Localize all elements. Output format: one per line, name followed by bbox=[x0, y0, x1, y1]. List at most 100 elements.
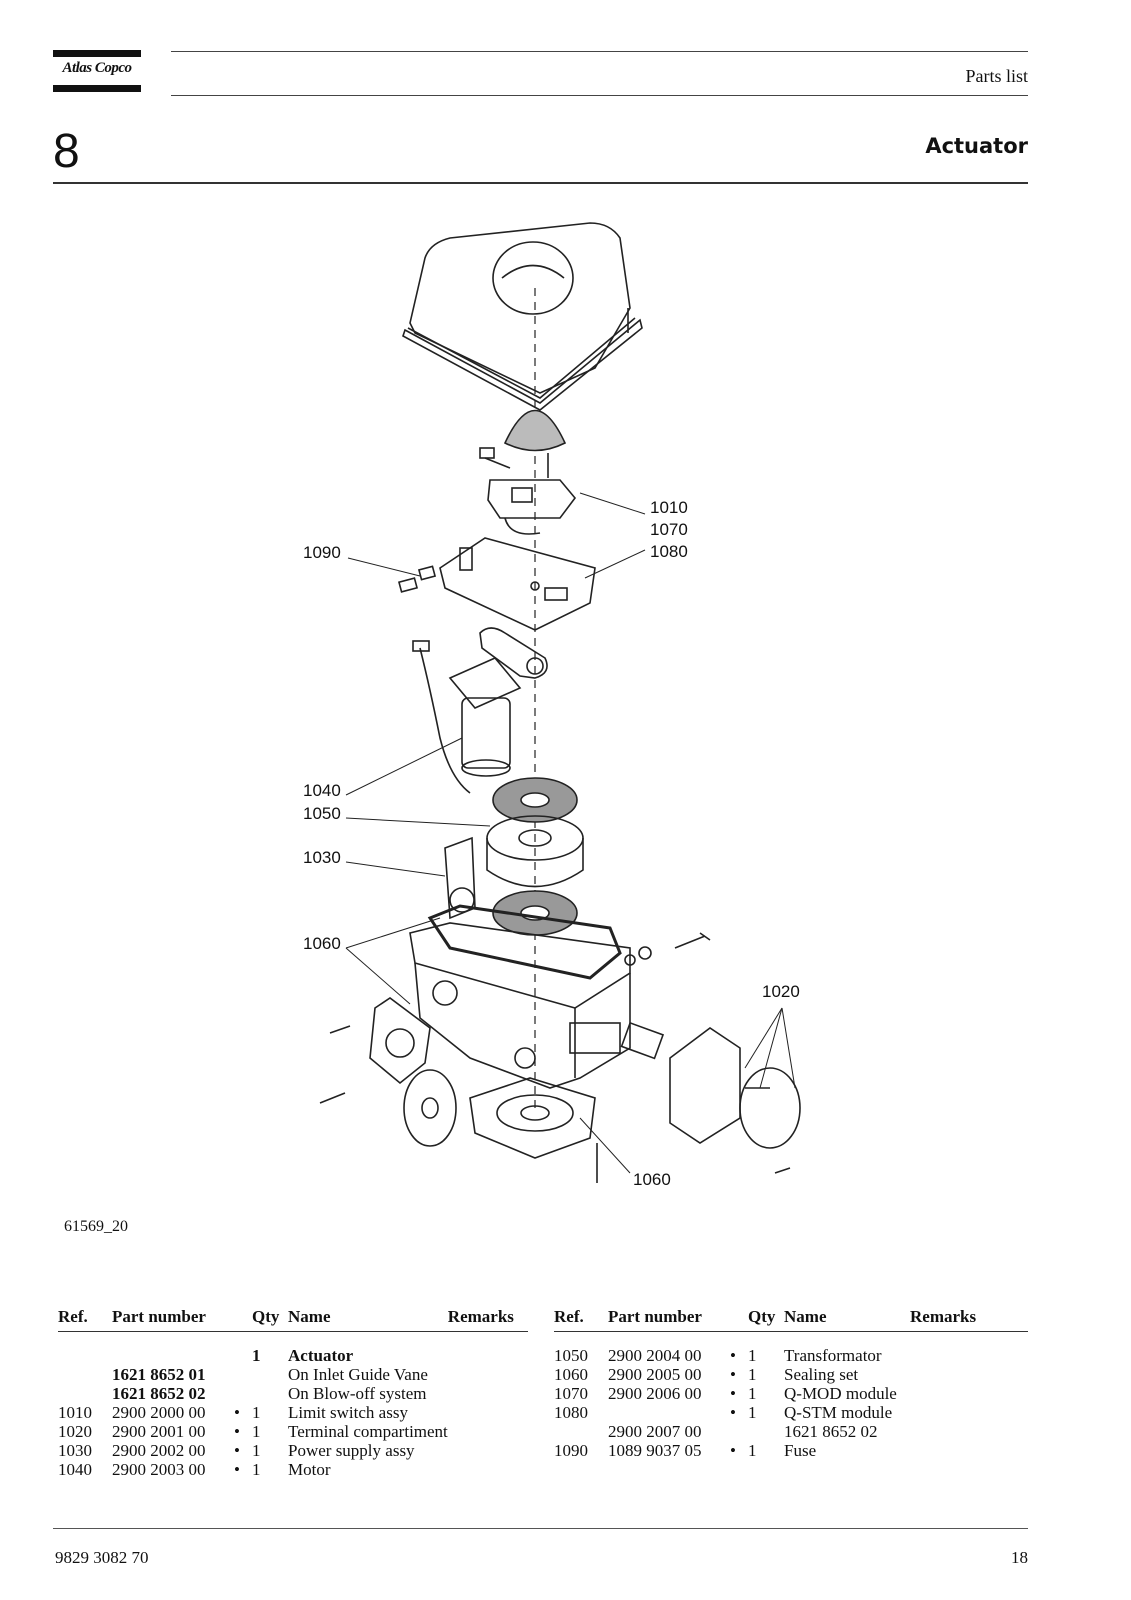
handwheel-part bbox=[403, 1069, 457, 1147]
footer-rule bbox=[53, 1528, 1028, 1529]
document-number: 9829 3082 70 bbox=[55, 1548, 149, 1567]
cell-part-number: 2900 2002 00 bbox=[112, 1441, 206, 1460]
cell-part-number: 1089 9037 05 bbox=[608, 1441, 702, 1460]
cell-remarks bbox=[910, 1346, 1028, 1365]
cell-name: Q-MOD module bbox=[784, 1384, 897, 1403]
cell-ref bbox=[58, 1365, 112, 1384]
cell-remarks bbox=[910, 1422, 1028, 1441]
housing-part bbox=[409, 922, 631, 1089]
cell-qty: 1 bbox=[748, 1403, 757, 1422]
table-header-row: Ref. Part number Qty Name Remarks bbox=[554, 1307, 1028, 1332]
drive-belt-part bbox=[479, 627, 548, 679]
cell-dot: • bbox=[730, 1384, 736, 1403]
cell-dot: • bbox=[234, 1422, 240, 1441]
cell-qty: 1 bbox=[252, 1346, 261, 1365]
header-qty: Qty bbox=[252, 1307, 288, 1332]
header-dot bbox=[222, 1307, 252, 1332]
bolts bbox=[319, 308, 791, 1183]
cell-remarks bbox=[448, 1365, 528, 1384]
cell-ref bbox=[554, 1422, 608, 1441]
header-part-number: Part number bbox=[608, 1307, 718, 1332]
table-row: 2900 2007 00 1621 8652 02 bbox=[554, 1422, 1028, 1441]
section-number: 8 bbox=[53, 125, 80, 178]
cell-part-number bbox=[112, 1346, 222, 1365]
cell-qty: 1 bbox=[748, 1384, 757, 1403]
callout-1030: 1030 bbox=[303, 848, 341, 867]
cell-ref bbox=[58, 1384, 112, 1403]
header-name: Name bbox=[784, 1307, 910, 1332]
page-number: 18 bbox=[1011, 1548, 1028, 1567]
callout-1020: 1020 bbox=[762, 982, 800, 1001]
exploded-view-drawing: 1010 1070 1080 1090 1040 1050 1030 1060 … bbox=[290, 218, 850, 1208]
limit-switch-part bbox=[479, 447, 577, 535]
cell-ref: 1070 bbox=[554, 1384, 588, 1403]
logo-bar-top bbox=[53, 50, 141, 57]
leader-lines bbox=[345, 492, 796, 1174]
header-rule-bottom bbox=[171, 95, 1028, 96]
callout-1060-upper: 1060 bbox=[303, 934, 341, 953]
callout-1080: 1080 bbox=[650, 542, 688, 561]
cell-remarks bbox=[448, 1384, 528, 1403]
document-type: Parts list bbox=[965, 66, 1028, 86]
cell-part-number: 2900 2006 00 bbox=[608, 1384, 702, 1403]
cell-part-number: 2900 2000 00 bbox=[112, 1403, 206, 1422]
cell-qty: 1 bbox=[748, 1365, 757, 1384]
cell-dot: • bbox=[730, 1346, 736, 1365]
side-flange-part bbox=[369, 997, 431, 1085]
table-row: 1621 8652 01 On Inlet Guide Vane bbox=[58, 1365, 528, 1384]
cell-name: Terminal compartiment bbox=[288, 1422, 448, 1441]
cell-name: Limit switch assy bbox=[288, 1403, 408, 1422]
cell-name: Fuse bbox=[784, 1441, 817, 1460]
cell-qty: 1 bbox=[252, 1403, 261, 1422]
parts-table-left-body: 1 Actuator 1621 8652 01 On Inlet Guide Vane… bbox=[58, 1332, 528, 1479]
cell-remarks bbox=[448, 1422, 528, 1441]
table-spacer-row bbox=[554, 1332, 1028, 1347]
cell-part-number: 2900 2004 00 bbox=[608, 1346, 702, 1365]
cell-name: Motor bbox=[288, 1460, 331, 1479]
cell-remarks bbox=[910, 1384, 1028, 1403]
fuse-part bbox=[397, 565, 437, 593]
cell-ref: 1040 bbox=[58, 1460, 92, 1479]
callout-1090: 1090 bbox=[303, 543, 341, 562]
sealing-ring-upper bbox=[492, 777, 578, 823]
section-rule bbox=[53, 182, 1028, 184]
gasket-part bbox=[427, 904, 622, 980]
cell-name: Actuator bbox=[288, 1346, 354, 1365]
cell-remarks bbox=[910, 1365, 1028, 1384]
logo-bar-bottom bbox=[53, 85, 141, 92]
cell-part-number: 1621 8652 01 bbox=[112, 1365, 206, 1384]
cell-part-number: 2900 2003 00 bbox=[112, 1460, 206, 1479]
cell-ref: 1010 bbox=[58, 1403, 92, 1422]
cell-part-number: 2900 2007 00 bbox=[608, 1422, 702, 1441]
table-spacer-row bbox=[58, 1332, 528, 1347]
cell-part-number: 2900 2001 00 bbox=[112, 1422, 206, 1441]
header-remarks: Remarks bbox=[447, 1307, 528, 1332]
cell-dot: • bbox=[234, 1460, 240, 1479]
callout-1070: 1070 bbox=[650, 520, 688, 539]
cell-name: 1621 8652 02 bbox=[784, 1422, 878, 1441]
cell-qty bbox=[252, 1365, 288, 1384]
header-ref: Ref. bbox=[554, 1307, 608, 1332]
cell-name: Sealing set bbox=[784, 1365, 859, 1384]
cell-remarks bbox=[910, 1403, 1028, 1422]
cell-dot bbox=[222, 1365, 252, 1384]
cell-qty: 1 bbox=[252, 1422, 261, 1441]
cell-qty: 1 bbox=[252, 1460, 261, 1479]
transformator-part bbox=[486, 815, 584, 888]
cell-remarks bbox=[448, 1441, 528, 1460]
table-row: 1040 2900 2003 00 • 1 Motor bbox=[58, 1460, 528, 1479]
cell-remarks bbox=[448, 1460, 528, 1479]
cell-name: On Inlet Guide Vane bbox=[288, 1365, 428, 1384]
cell-dot: • bbox=[730, 1441, 736, 1460]
cover-part bbox=[402, 222, 643, 411]
header-part-number: Part number bbox=[112, 1307, 222, 1332]
cell-name: Power supply assy bbox=[288, 1441, 415, 1460]
cell-part-number bbox=[608, 1403, 718, 1422]
